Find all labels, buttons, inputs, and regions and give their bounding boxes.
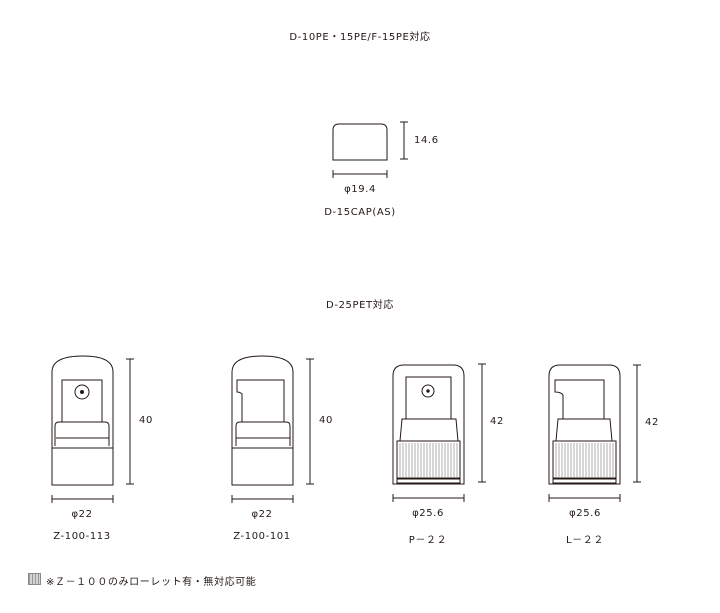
cap-diameter-label: φ19.4 xyxy=(344,184,376,195)
pump-z100-113-drawing xyxy=(51,355,134,503)
p22-height-label: 42 xyxy=(490,416,504,427)
z100-113-diameter-label: φ22 xyxy=(71,509,93,520)
l22-name-label: L－２２ xyxy=(566,535,604,546)
cap-d15-drawing xyxy=(332,121,408,178)
p22-diameter-label: φ25.6 xyxy=(412,508,444,519)
footnote: ※Ｚ－１００のみローレット有・無対応可能 xyxy=(46,577,257,588)
l22-height-label: 42 xyxy=(645,417,659,428)
section-heading-d10pe: D-10PE・15PE/F-15PE対応 xyxy=(289,32,431,43)
z100-113-height-label: 40 xyxy=(139,415,153,426)
l22-diameter-label: φ25.6 xyxy=(569,508,601,519)
z100-101-name-label: Z-100-101 xyxy=(233,531,291,542)
z100-101-height-label: 40 xyxy=(319,415,333,426)
l22-knurl-pattern xyxy=(555,443,614,477)
p22-name-label: P－２２ xyxy=(408,535,448,546)
z100-101-diameter-label: φ22 xyxy=(251,509,273,520)
cap-height-label: 14.6 xyxy=(414,135,439,146)
pump-l22-drawing xyxy=(548,364,641,502)
pump-p22-drawing xyxy=(392,363,486,502)
section-heading-d25pet: D-25PET対応 xyxy=(326,300,394,311)
p22-knurl-pattern xyxy=(399,443,458,477)
pump-z100-101-drawing xyxy=(231,355,314,503)
z100-113-name-label: Z-100-113 xyxy=(53,531,111,542)
cap-name-label: D-15CAP(AS) xyxy=(324,207,396,218)
knurl-legend-swatch-icon xyxy=(28,573,41,585)
